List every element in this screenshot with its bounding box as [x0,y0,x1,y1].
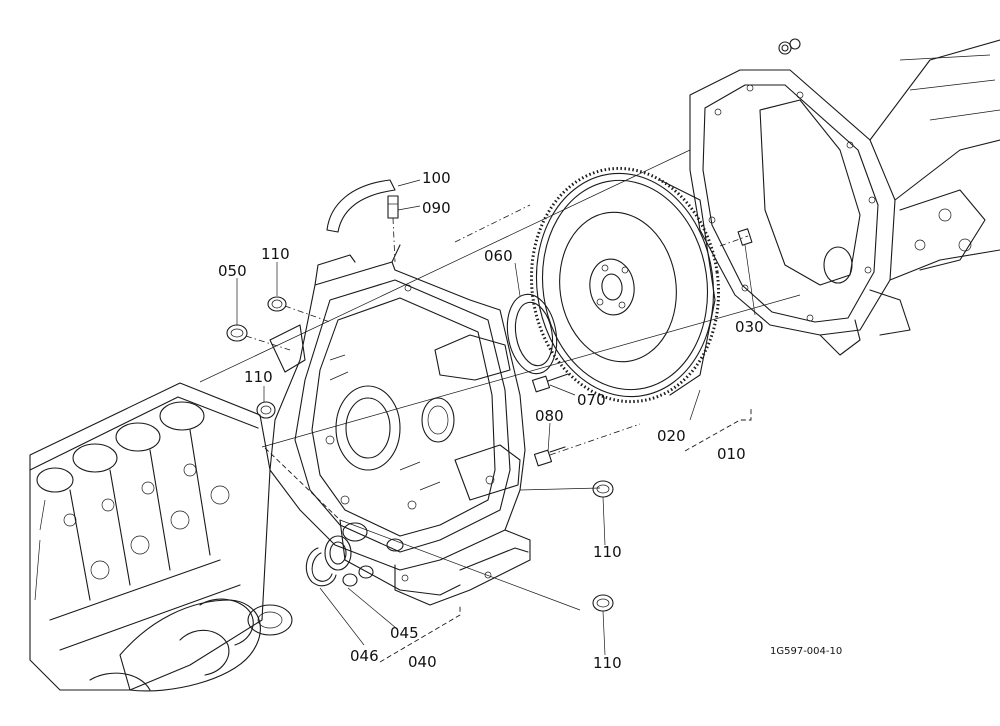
stud-bolts [454,204,753,247]
label-040: 040 [408,653,437,671]
clutch-housing [689,38,1000,356]
flywheel-020 [529,166,721,404]
part-labels: 100 090 110 050 060 110 030 070 080 020 … [218,169,842,672]
engine-block [29,382,293,692]
bolt-080 [533,423,641,467]
label-070: 070 [577,391,606,409]
reference-code: 1G597-004-10 [770,646,842,657]
label-046: 046 [350,647,379,665]
label-010: 010 [717,445,746,463]
bolt-070 [531,373,569,393]
plug-110-right-upper [592,480,614,498]
plug-050 [226,324,291,351]
circlip-046 [305,547,337,587]
plug-110-right-lower [592,594,614,612]
label-090: 090 [422,199,451,217]
flywheel-housing [264,244,531,606]
label-110-right-upper: 110 [593,543,622,561]
label-110-right-lower: 110 [593,654,622,672]
label-060: 060 [484,247,513,265]
oil-seal-060 [506,293,558,375]
plug-110-mid [256,401,276,419]
seal-045 [324,535,374,587]
label-050: 050 [218,262,247,280]
plug-110-top [267,296,331,323]
label-110-mid: 110 [244,368,273,386]
label-080: 080 [535,407,564,425]
label-100: 100 [422,169,451,187]
fitting-090 [387,195,399,263]
hose-100 [326,179,396,233]
label-045: 045 [390,624,419,642]
label-110-top: 110 [261,245,290,263]
label-030: 030 [735,318,764,336]
alignment-axis-lines [199,149,801,611]
label-020: 020 [657,427,686,445]
leader-lines [236,179,756,663]
